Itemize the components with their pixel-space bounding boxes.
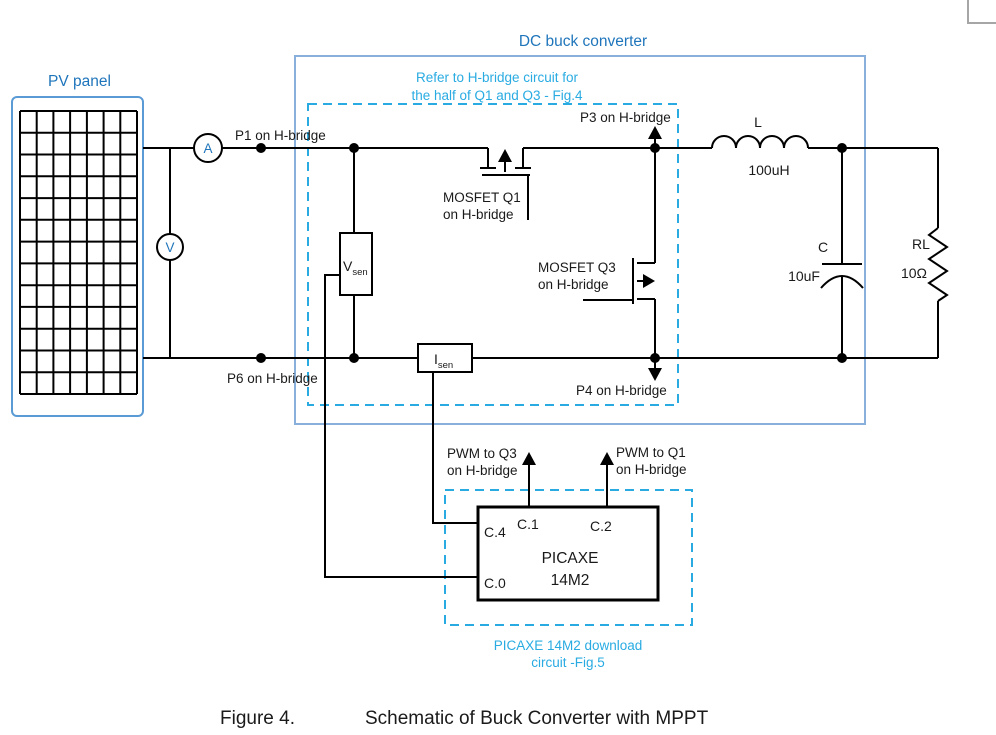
ammeter-circle — [193, 133, 223, 163]
hbridge-note-line1: Refer to H-bridge circuit for — [416, 70, 579, 85]
pwm-q1-arrow-head — [600, 452, 614, 465]
pwm-q3-label-line2: on H-bridge — [447, 463, 518, 478]
voltmeter-circle — [156, 233, 184, 261]
p1-label: P1 on H-bridge — [235, 128, 326, 143]
capacitor-value: 10uF — [788, 268, 820, 284]
h-bridge-dashed-box — [307, 103, 679, 406]
dc-buck-converter-box — [294, 55, 866, 425]
load-value: 10Ω — [901, 265, 927, 281]
pwm-q1-label-line1: PWM to Q1 — [616, 445, 686, 460]
q1-arrow-head — [498, 149, 512, 162]
pv-panel-frame — [11, 96, 144, 417]
q3-arrow-head — [643, 274, 655, 288]
load-resistor-symbol — [927, 227, 949, 302]
load-ref: RL — [912, 236, 930, 252]
dc-buck-converter-title: DC buck converter — [519, 33, 647, 50]
capacitor-curved-plate — [820, 275, 864, 289]
p3-label: P3 on H-bridge — [580, 110, 671, 125]
q3-label-line2: on H-bridge — [538, 277, 609, 292]
vsen-label: Vsen — [343, 258, 368, 278]
figure-caption-text: Schematic of Buck Converter with MPPT — [365, 708, 709, 729]
q1-label-line1: MOSFET Q1 — [443, 190, 521, 205]
vsen-subscript: sen — [352, 267, 367, 278]
junction-cap-bottom — [837, 353, 847, 363]
figure-caption-label: Figure 4. — [220, 708, 295, 729]
inductor-symbol — [711, 135, 809, 149]
inductor-value: 100uH — [748, 162, 789, 178]
junction-p3 — [650, 143, 660, 153]
junction-vsen-top — [349, 143, 359, 153]
isen-subscript: sen — [438, 360, 453, 371]
isen-label: Isen — [434, 351, 453, 371]
junction-p1 — [256, 143, 266, 153]
vsen-symbol: V — [343, 258, 353, 274]
isen-block — [417, 343, 473, 373]
junction-p6 — [256, 353, 266, 363]
download-note-line2: circuit -Fig.5 — [531, 655, 605, 670]
download-note-line1: PICAXE 14M2 download — [494, 638, 643, 653]
inductor-ref: L — [754, 114, 762, 130]
pin-c4-label: C.4 — [484, 524, 506, 540]
mcu-model: 14M2 — [551, 572, 590, 589]
pwm-q1-label-line2: on H-bridge — [616, 462, 687, 477]
pin-c1-label: C.1 — [517, 516, 539, 532]
pin-c2-label: C.2 — [590, 518, 612, 534]
ammeter-label: A — [203, 141, 212, 156]
q3-label-line1: MOSFET Q3 — [538, 260, 616, 275]
isen-to-c4-wire — [432, 371, 478, 524]
pwm-q3-label-line1: PWM to Q3 — [447, 446, 517, 461]
pin-c0-label: C.0 — [484, 575, 506, 591]
mosfet-q1-symbol — [480, 148, 531, 220]
p4-arrow-head — [648, 368, 662, 381]
voltmeter-label: V — [165, 240, 174, 255]
vsen-to-c0-wire — [324, 274, 478, 578]
cropped-corner-shape — [967, 0, 996, 24]
pv-panel-title: PV panel — [48, 73, 111, 90]
vsen-block — [339, 232, 373, 296]
download-circuit-dashed-box — [444, 489, 693, 626]
p4-label: P4 on H-bridge — [576, 383, 667, 398]
hbridge-note-line2: the half of Q1 and Q3 - Fig.4 — [411, 88, 583, 103]
mcu-name: PICAXE — [542, 550, 599, 567]
pv-panel-grid — [19, 110, 138, 395]
junction-p4 — [650, 353, 660, 363]
junction-vsen-bottom — [349, 353, 359, 363]
q1-label-line2: on H-bridge — [443, 207, 514, 222]
picaxe-box — [476, 505, 660, 602]
mosfet-q3-symbol — [583, 258, 655, 304]
p6-label: P6 on H-bridge — [227, 371, 318, 386]
p3-arrow-head — [648, 126, 662, 139]
capacitor-ref: C — [818, 239, 828, 255]
junction-lc — [837, 143, 847, 153]
pwm-q3-arrow-head — [522, 452, 536, 465]
isen-symbol: I — [434, 351, 438, 367]
